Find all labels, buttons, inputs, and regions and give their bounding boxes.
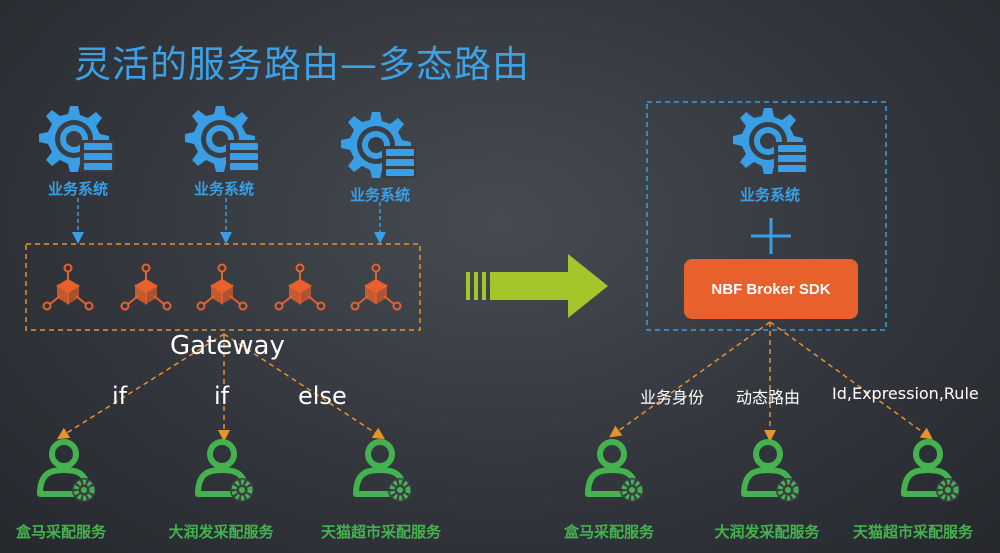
broker-node-icon bbox=[42, 263, 94, 311]
service-label: 盒马采配服务 bbox=[563, 523, 654, 541]
system-label: 业务系统 bbox=[47, 180, 108, 198]
system-label: 业务系统 bbox=[739, 186, 800, 204]
broker-node-icon bbox=[196, 263, 248, 311]
broker-node-icon bbox=[350, 263, 402, 311]
business-system-icon bbox=[733, 108, 808, 174]
route-arrow bbox=[609, 321, 771, 438]
gateway-box bbox=[25, 243, 421, 331]
service-user-icon bbox=[904, 442, 960, 502]
system-label: 业务系统 bbox=[349, 186, 410, 204]
condition-label: if bbox=[214, 382, 230, 410]
nbf-broker-sdk-box: NBF Broker SDK bbox=[684, 259, 858, 319]
route-arrow bbox=[769, 321, 933, 440]
service-user-icon bbox=[40, 442, 96, 502]
route-arrow bbox=[223, 333, 386, 440]
service-user-icon bbox=[744, 442, 800, 502]
condition-label: if bbox=[112, 382, 128, 410]
service-label: 大润发采配服务 bbox=[714, 523, 820, 541]
business-system-icon bbox=[39, 106, 114, 172]
service-label: 大润发采配服务 bbox=[168, 523, 274, 541]
condition-label: else bbox=[298, 382, 347, 410]
route-label: Id,Expression,Rule bbox=[832, 384, 979, 403]
broker-node-icon bbox=[120, 263, 172, 311]
route-arrow bbox=[56, 333, 225, 440]
page-title: 灵活的服务路由—多态路由 bbox=[74, 43, 530, 86]
service-user-icon bbox=[198, 442, 254, 502]
business-system-icon bbox=[341, 112, 416, 178]
right-arrow-icon bbox=[466, 254, 608, 318]
gateway-label: Gateway bbox=[170, 331, 285, 361]
system-label: 业务系统 bbox=[193, 180, 254, 198]
service-label: 天猫超市采配服务 bbox=[320, 523, 441, 541]
route-label: 动态路由 bbox=[736, 388, 801, 407]
plus-icon bbox=[751, 218, 791, 254]
service-label: 盒马采配服务 bbox=[15, 523, 106, 541]
service-label: 天猫超市采配服务 bbox=[852, 523, 973, 541]
service-user-icon bbox=[356, 442, 412, 502]
sdk-container-box bbox=[646, 101, 887, 331]
broker-node-icon bbox=[274, 263, 326, 311]
service-user-icon bbox=[588, 442, 644, 502]
route-label: 业务身份 bbox=[640, 388, 705, 407]
business-system-icon bbox=[185, 106, 260, 172]
